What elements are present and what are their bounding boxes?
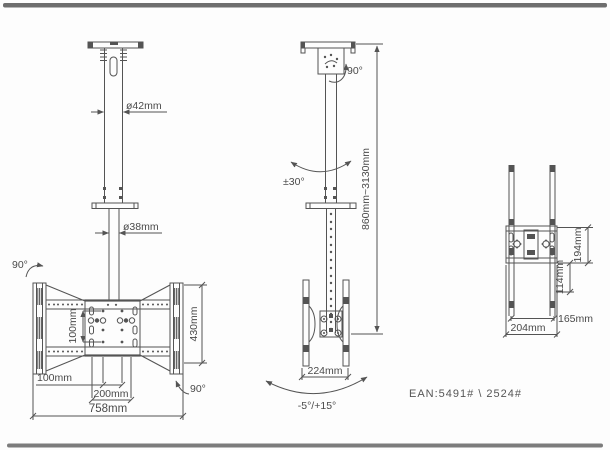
upper-pole-front: [103, 48, 123, 203]
label-vesa-100: 100mm: [67, 308, 79, 343]
label-758mm: 758mm: [89, 403, 127, 415]
dimension-bracket-height: 430mm: [184, 281, 207, 367]
tilt-range: -5°/+15°: [265, 376, 368, 412]
rotation-arrow-icon: [328, 63, 349, 83]
label-dia-42: ø42mm: [126, 100, 162, 112]
pole-slot: [109, 56, 118, 77]
lower-pole-front: [108, 208, 120, 301]
label-200mm: 200mm: [93, 388, 128, 400]
swivel-box: [317, 47, 345, 75]
label-224mm: 224mm: [307, 365, 342, 377]
label-90deg-top-left: 90°: [12, 259, 28, 271]
left-rail-slots: [37, 288, 42, 369]
label-194mm: 194mm: [572, 227, 584, 262]
ean-code: EAN:5491# \ 2524#: [409, 388, 522, 400]
profile-bracket: [505, 225, 558, 264]
top-border: [3, 3, 607, 8]
label-90deg-bottom-right: 90°: [190, 383, 206, 395]
profile-rails: [508, 165, 556, 316]
bottom-border: [7, 443, 603, 448]
dimension-lower-pole-diameter: ø38mm: [95, 221, 162, 236]
pole-collar-side: [305, 202, 357, 209]
label-100mm-offset: 100mm: [37, 372, 72, 384]
label-430mm: 430mm: [188, 306, 200, 341]
tilt-mechanism: [308, 305, 344, 343]
label-tilt-range: -5°/+15°: [298, 400, 336, 412]
label-204mm: 204mm: [510, 322, 545, 334]
pole-side: [324, 74, 337, 203]
dimension-upper-pole-diameter: ø42mm: [91, 100, 167, 115]
label-dia-38: ø38mm: [123, 221, 159, 233]
dimension-outer-depth: 204mm: [502, 265, 561, 338]
dimension-inner-depth: 165mm: [507, 313, 593, 325]
tv-rails-side: [302, 279, 350, 367]
tilt-arc-icon: [265, 376, 368, 395]
ceiling-plate-side: [300, 41, 356, 54]
dimension-height-range: 860mm~3130mm: [351, 43, 383, 335]
swivel-angle-side: 90°: [328, 63, 363, 83]
dimension-vesa-vertical: 100mm: [67, 308, 101, 344]
dimension-bottom-group: 100mm 200mm 758mm: [29, 357, 187, 420]
label-90deg-side: 90°: [347, 65, 363, 77]
label-plus-minus-30: ±30°: [283, 176, 305, 188]
adjustment-strip: [326, 208, 336, 333]
rotation-range: ±30°: [283, 160, 352, 188]
rotation-arrow-icon: [25, 262, 44, 278]
front-view: ø42mm ø38mm 90°: [12, 41, 207, 420]
side-view: 90° ±30°: [265, 41, 383, 412]
vesa-holes: [87, 303, 138, 348]
tv-bracket-front: [32, 282, 184, 375]
spring-coil-right: [120, 49, 127, 61]
rail-holes: [48, 303, 168, 353]
spring-coil-left: [100, 49, 107, 61]
dimension-bracket-depth: 224mm: [298, 365, 352, 381]
rotation-arrow-icon: [175, 380, 190, 395]
ceiling-plate-front: [87, 41, 144, 61]
swivel-angle-top-left: 90°: [12, 259, 44, 278]
pole-collar-front: [91, 202, 139, 209]
profile-view: 194mm 114mm 165mm 204mm: [502, 165, 593, 338]
label-165mm: 165mm: [558, 313, 593, 325]
dimension-upper-span: 194mm: [545, 224, 593, 267]
label-height-range: 860mm~3130mm: [360, 148, 372, 230]
rotation-arc-icon: [290, 160, 352, 173]
label-114mm: 114mm: [554, 260, 566, 294]
right-rail-slots: [174, 288, 179, 369]
swivel-angle-bottom-right: 90°: [175, 380, 206, 395]
